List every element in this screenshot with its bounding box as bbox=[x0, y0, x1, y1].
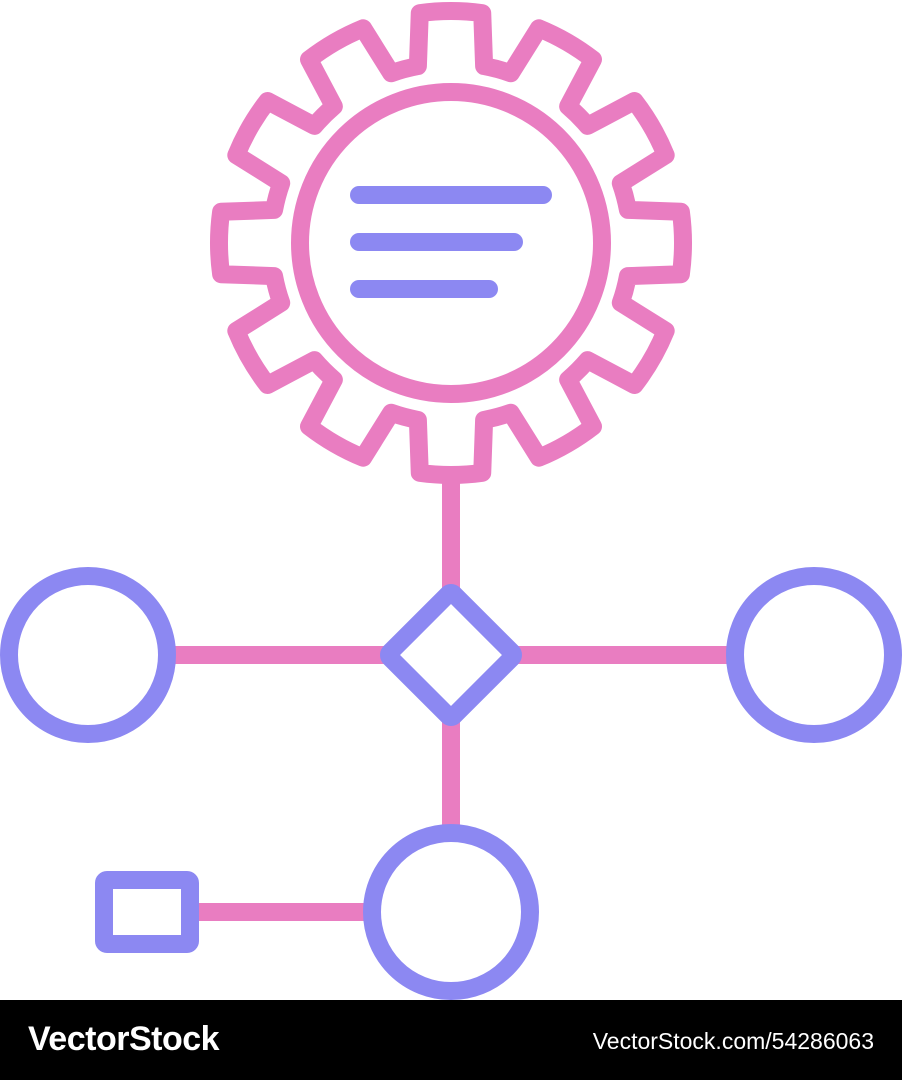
illustration-canvas bbox=[0, 2, 902, 1000]
brand-logo: VectorStock bbox=[28, 1020, 220, 1058]
decision-diamond bbox=[380, 584, 522, 726]
node-bottom-circle bbox=[363, 824, 539, 1000]
gear-inner-circle bbox=[291, 83, 611, 403]
node-square bbox=[95, 871, 199, 953]
workflow-gear-flowchart-icon bbox=[0, 2, 902, 1000]
watermark-footer: VectorStock VectorStock.com/54286063 bbox=[0, 1000, 902, 1080]
image-credit: VectorStock.com/54286063 bbox=[592, 1028, 874, 1054]
node-left-circle bbox=[0, 567, 176, 743]
node-right-circle bbox=[726, 567, 902, 743]
gear-icon bbox=[210, 2, 692, 484]
